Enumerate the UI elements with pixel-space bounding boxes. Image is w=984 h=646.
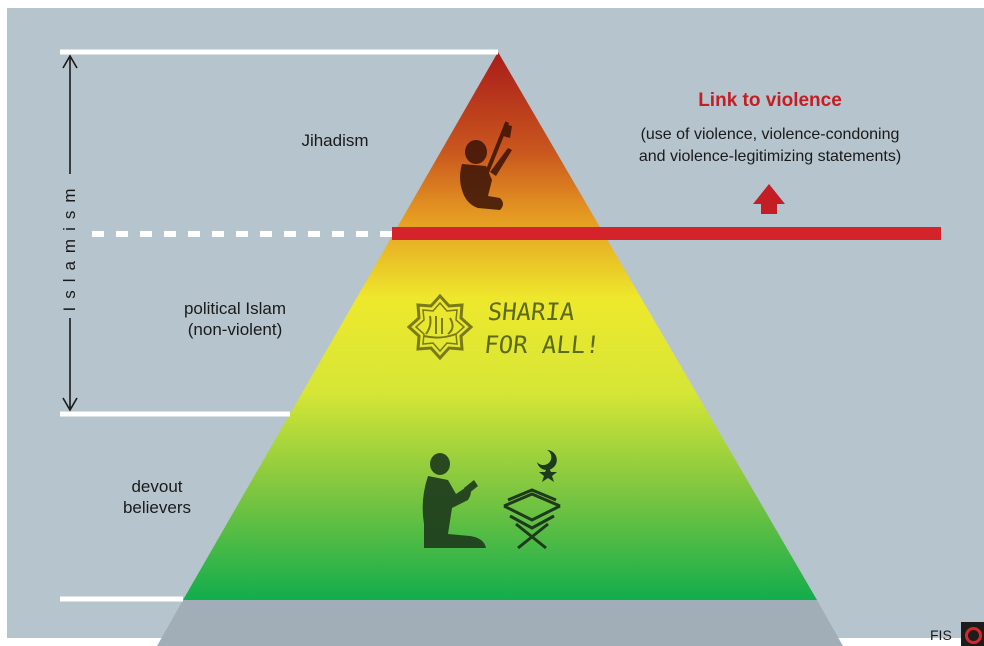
devout-believers-line-1: devout xyxy=(131,477,183,496)
link-to-violence-title: Link to violence xyxy=(698,90,842,111)
quran-stand-crescent-icon xyxy=(503,450,561,550)
islamism-axis-label: Islamism xyxy=(60,126,80,366)
islamism-arrow-bottom xyxy=(62,397,78,412)
sharia-for-all-slogan: SHARIA FOR ALL! xyxy=(483,296,606,362)
islamism-arrow-top xyxy=(62,54,78,69)
political-islam-line-2: (non-violent) xyxy=(187,320,283,339)
violence-threshold-bar xyxy=(392,227,941,240)
sharia-line-1: SHARIA xyxy=(486,298,576,326)
jihadist-with-rifle-icon xyxy=(460,121,512,210)
up-arrow-icon xyxy=(753,184,785,214)
violence-description-line-2: and violence-legitimizing statements) xyxy=(638,148,902,165)
islamism-text: Islamism xyxy=(60,174,79,318)
violence-description-line-1: (use of violence, violence-condoning xyxy=(640,126,900,143)
fis-logo-icon xyxy=(961,622,984,646)
devout-believers-line-2: believers xyxy=(122,498,192,517)
political-islam-line-1: political Islam xyxy=(183,299,287,318)
jihadism-label: Jihadism xyxy=(301,131,369,150)
praying-man-icon xyxy=(422,453,486,548)
sharia-line-2: FOR ALL! xyxy=(482,331,602,359)
allah-emblem-icon xyxy=(406,293,474,361)
political-islam-label: political Islam (non-violent) xyxy=(140,298,330,340)
source-label: FIS xyxy=(930,627,952,643)
pyramid xyxy=(183,52,817,600)
link-to-violence-description: (use of violence, violence-condoning and… xyxy=(580,124,960,168)
pyramid-base-shadow xyxy=(157,600,843,646)
devout-believers-label: devout believers xyxy=(82,476,232,518)
